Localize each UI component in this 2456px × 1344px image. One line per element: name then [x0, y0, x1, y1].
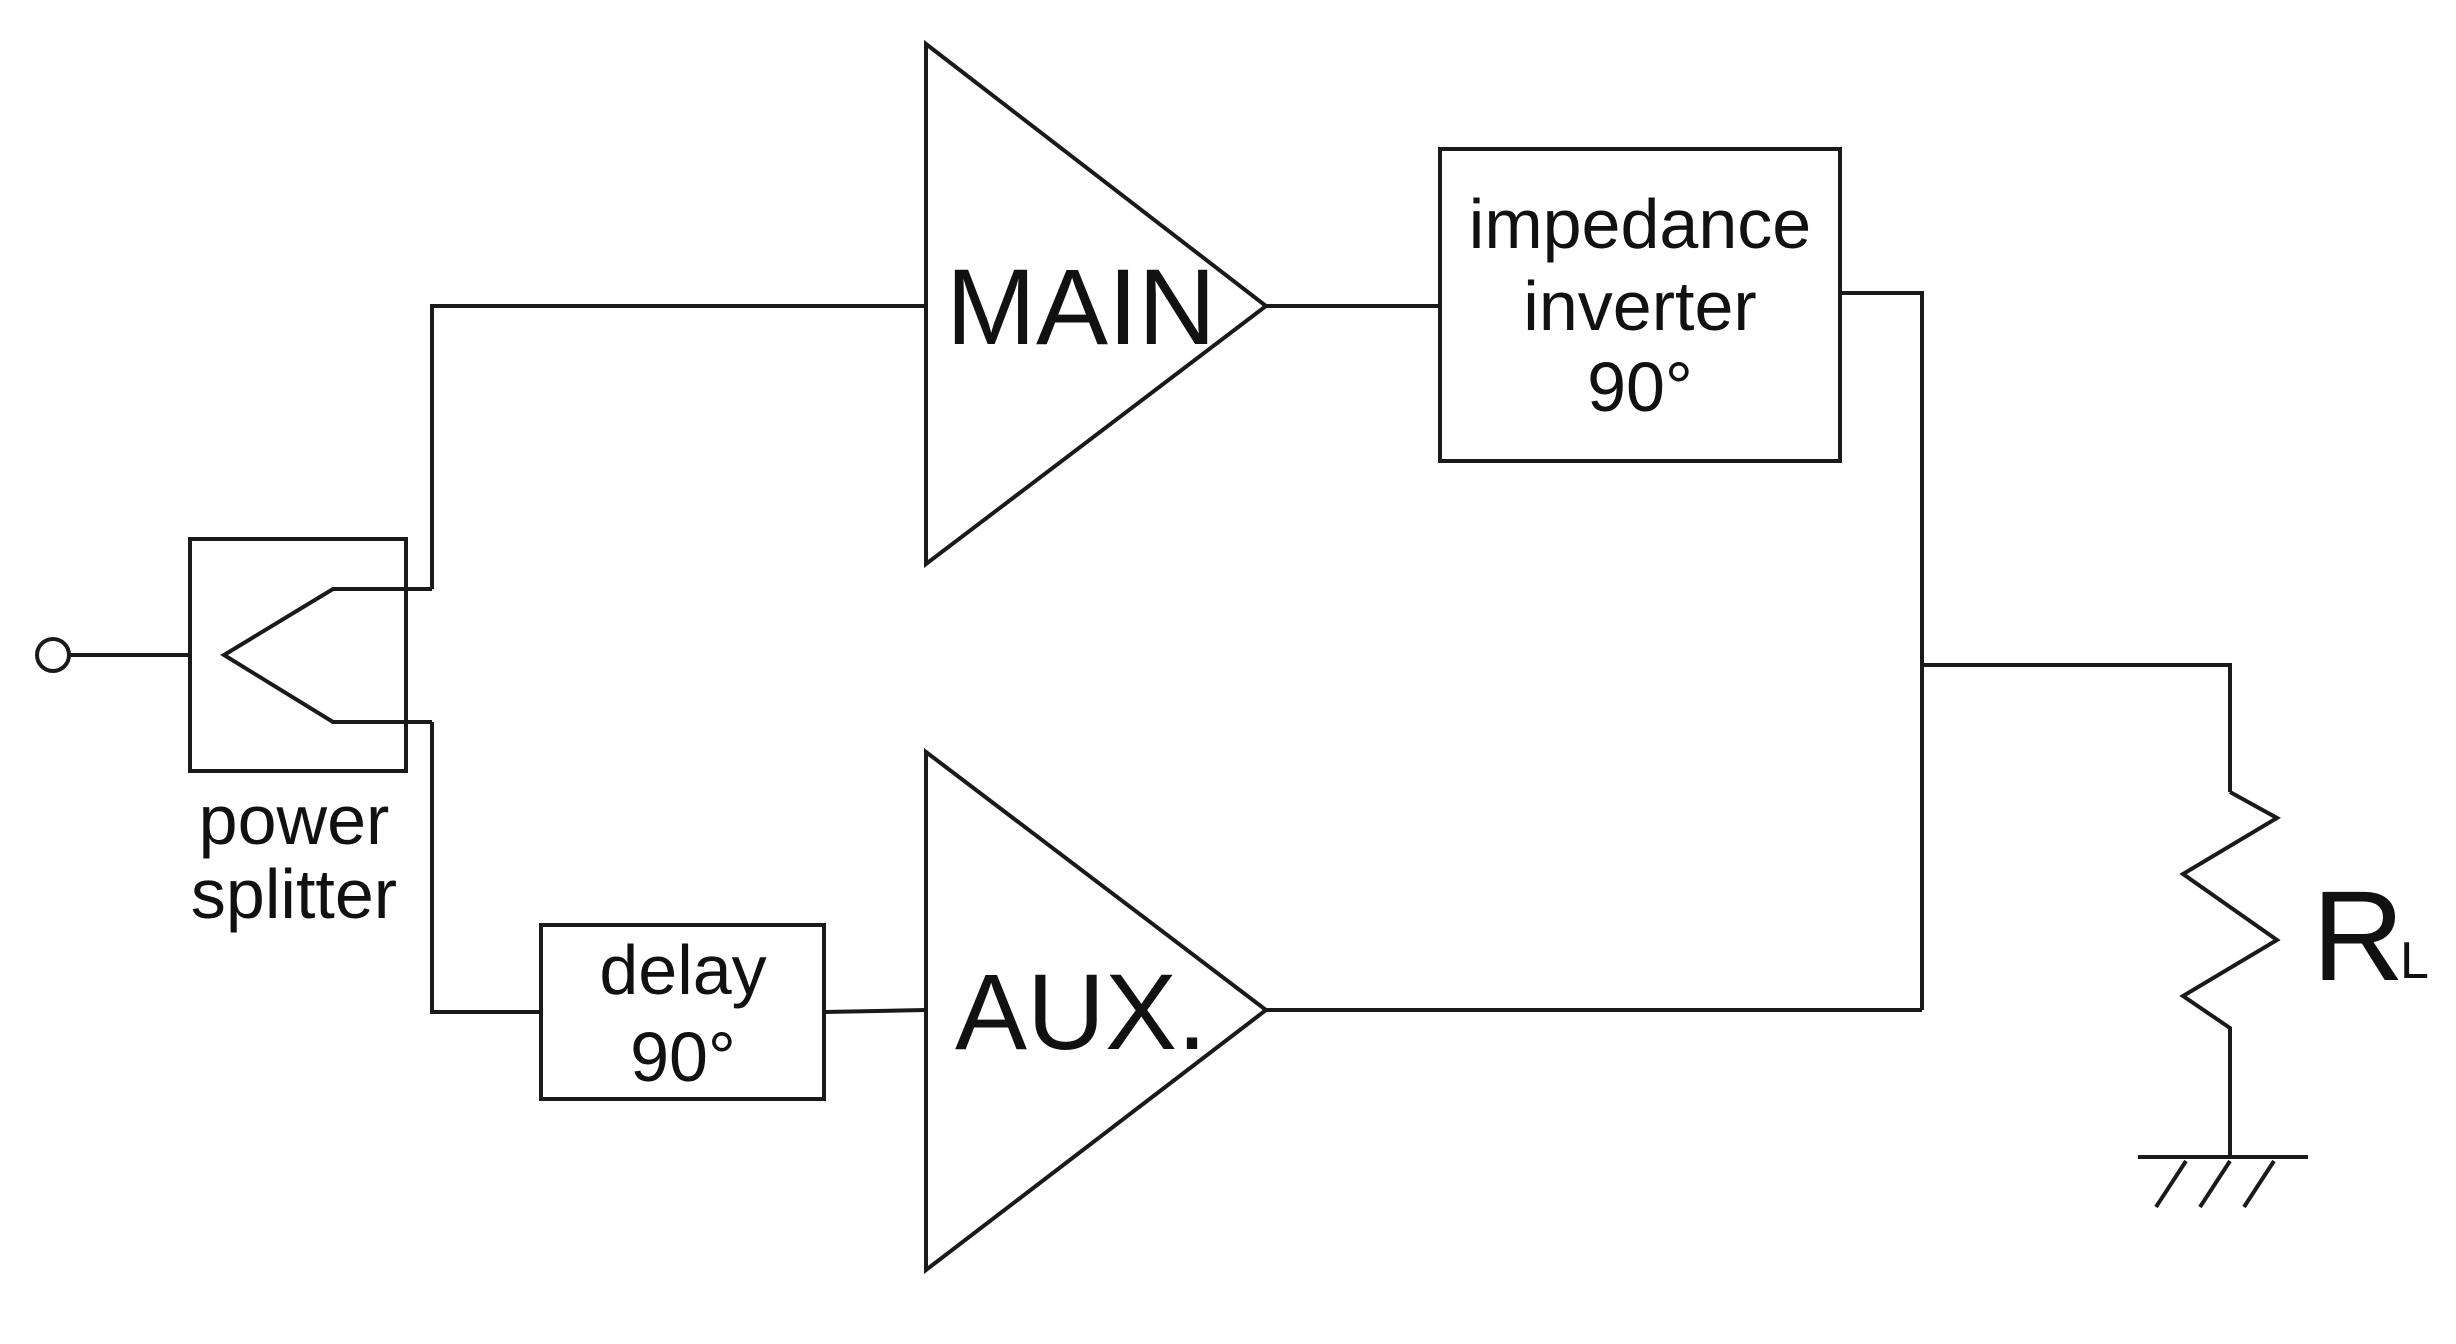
main-amplifier-label: MAIN: [946, 246, 1216, 367]
main-amplifier: [924, 39, 1270, 569]
delay-box: [539, 923, 826, 1101]
aux-amplifier-label: AUX.: [955, 951, 1207, 1072]
input-terminal: [35, 637, 71, 673]
aux-amplifier: [924, 747, 1270, 1275]
load-feed-wire: [1922, 663, 2232, 792]
impedance-inverter-label-3: 90°: [1587, 348, 1693, 426]
impedance-inverter-box: [1438, 147, 1842, 463]
impedance-inverter-label-1: impedance: [1469, 185, 1811, 263]
power-splitter-label-1: power: [199, 781, 390, 859]
power-splitter-label-2: splitter: [191, 855, 397, 933]
delay-to-aux-wire: [823, 1008, 927, 1014]
delay-label-2: 90°: [630, 1018, 736, 1096]
splitter-branches: [220, 587, 432, 724]
load-resistor-symbol: R: [2312, 865, 2404, 1008]
impedance-inverter-label-2: inverter: [1523, 267, 1756, 345]
ground-icon: [2138, 1155, 2308, 1209]
delay-input-wire: [430, 722, 541, 1014]
load-resistor-subscript: L: [2400, 932, 2429, 990]
power-splitter-box: [188, 537, 408, 773]
load-resistor: [2179, 790, 2282, 1157]
delay-label-1: delay: [599, 931, 766, 1009]
main-input-wire: [430, 304, 926, 589]
inverter-output-wire: [1840, 291, 1924, 1010]
